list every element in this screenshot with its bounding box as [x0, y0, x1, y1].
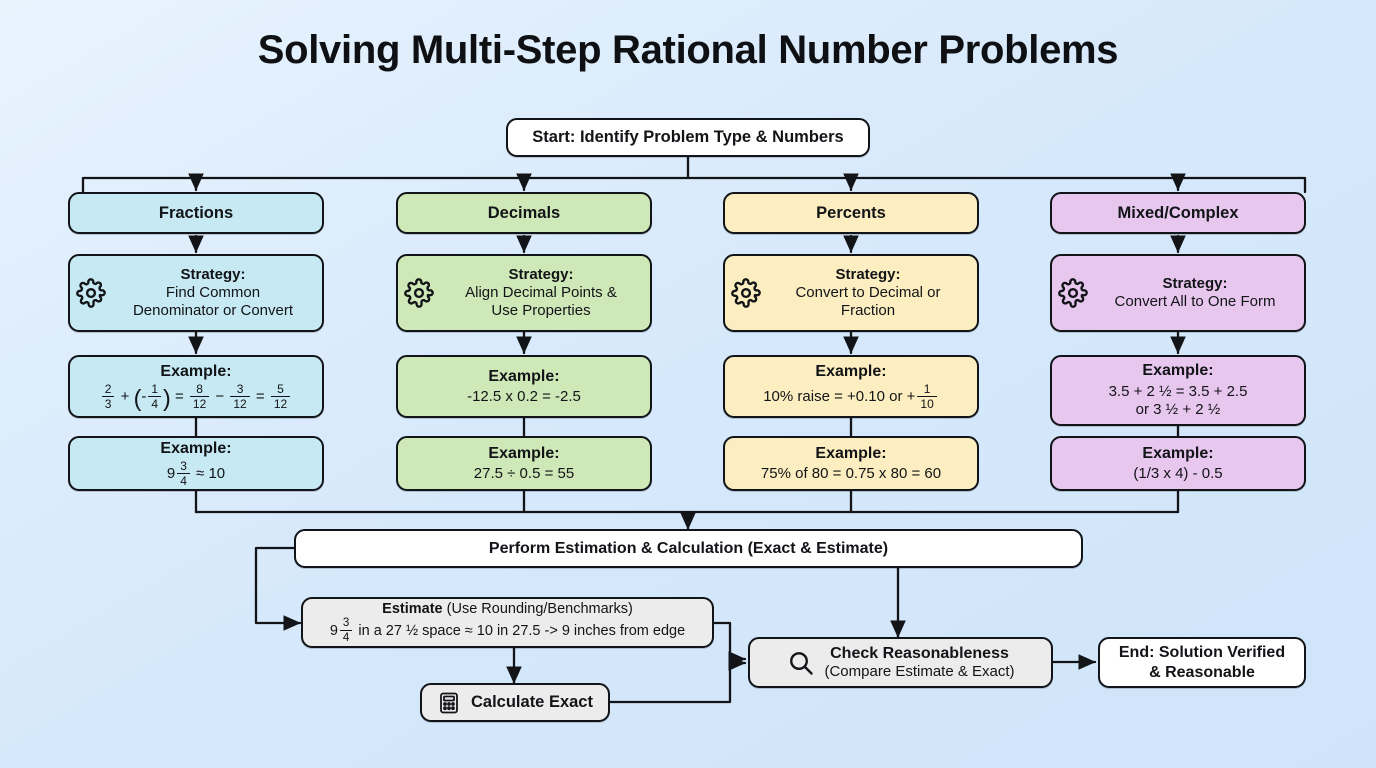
- node-percents-example2-expr: 75% of 80 = 0.75 x 80 = 60: [760, 465, 942, 483]
- node-percents-head-label: Percents: [816, 203, 886, 222]
- magnifier-icon: [786, 648, 816, 678]
- node-mixed-head-label: Mixed/Complex: [1117, 203, 1239, 222]
- node-estimate-head-note: (Use Rounding/Benchmarks): [446, 600, 633, 617]
- node-fractions-head-label: Fractions: [158, 203, 234, 222]
- node-decimals-head-label: Decimals: [487, 203, 561, 222]
- node-percents-strategy-line2: Fraction: [840, 302, 896, 320]
- node-percents-example2-head: Example:: [815, 444, 887, 462]
- node-percents-strategy-line1: Convert to Decimal or: [795, 283, 941, 301]
- node-check-line1: Check Reasonableness: [830, 644, 1009, 662]
- gear-icon: [1058, 278, 1088, 308]
- node-percents-example2[interactable]: Example: 75% of 80 = 0.75 x 80 = 60: [723, 436, 979, 491]
- node-mixed-example1-head: Example:: [1142, 362, 1214, 380]
- node-end-line1: End: Solution Verified: [1118, 643, 1286, 661]
- node-check-line2: (Compare Estimate & Exact): [824, 663, 1015, 681]
- node-check-reasonableness[interactable]: Check Reasonableness (Compare Estimate &…: [748, 637, 1053, 688]
- node-calculate-exact-label: Calculate Exact: [471, 693, 593, 712]
- node-mixed-strategy-line1: Convert All to One Form: [1114, 293, 1276, 310]
- node-fractions-strategy-head: Strategy:: [180, 265, 246, 283]
- node-fractions-example2-head: Example:: [160, 440, 232, 458]
- node-mixed-strategy[interactable]: Strategy: Convert All to One Form: [1050, 254, 1306, 332]
- calculator-icon: [437, 691, 461, 715]
- node-percents-strategy[interactable]: Strategy: Convert to Decimal or Fraction: [723, 254, 979, 332]
- node-fractions-strategy[interactable]: Strategy: Find Common Denominator or Con…: [68, 254, 324, 332]
- node-mixed-example2-head: Example:: [1142, 444, 1214, 462]
- node-decimals-example1[interactable]: Example: -12.5 x 0.2 = -2.5: [396, 355, 652, 418]
- node-decimals-strategy-line1: Align Decimal Points &: [465, 283, 617, 301]
- node-decimals-example2-head: Example:: [488, 444, 560, 462]
- node-calculate-exact[interactable]: Calculate Exact: [420, 683, 610, 722]
- node-percents-strategy-head: Strategy:: [835, 265, 901, 283]
- page-title: Solving Multi-Step Rational Number Probl…: [257, 28, 1119, 72]
- node-mixed-example2-expr: (1/3 x 4) - 0.5: [1133, 465, 1223, 483]
- node-decimals-strategy[interactable]: Strategy: Align Decimal Points & Use Pro…: [396, 254, 652, 332]
- node-perform[interactable]: Perform Estimation & Calculation (Exact …: [294, 529, 1083, 568]
- node-estimate-head-row: Estimate (Use Rounding/Benchmarks): [382, 601, 633, 619]
- node-mixed-head[interactable]: Mixed/Complex: [1050, 192, 1306, 234]
- node-fractions-head[interactable]: Fractions: [68, 192, 324, 234]
- wire-calculate-to-check: [608, 655, 747, 704]
- node-decimals-example2[interactable]: Example: 27.5 ÷ 0.5 = 55: [396, 436, 652, 491]
- wire-estimate-right-to-check: [712, 621, 747, 667]
- node-decimals-example2-expr: 27.5 ÷ 0.5 = 55: [473, 465, 575, 483]
- node-decimals-strategy-head: Strategy:: [508, 265, 574, 283]
- node-fractions-strategy-line2: Denominator or Convert: [132, 302, 294, 320]
- gear-icon: [76, 278, 106, 308]
- node-mixed-example1[interactable]: Example: 3.5 + 2 ½ = 3.5 + 2.5 or 3 ½ + …: [1050, 355, 1306, 426]
- node-end[interactable]: End: Solution Verified & Reasonable: [1098, 637, 1306, 688]
- gear-icon: [404, 278, 434, 308]
- node-mixed-strategy-head: Strategy:: [1162, 274, 1228, 292]
- node-perform-label: Perform Estimation & Calculation (Exact …: [488, 539, 889, 557]
- node-mixed-example1-expr: 3.5 + 2 ½ = 3.5 + 2.5 or 3 ½ + 2 ½: [1108, 382, 1248, 419]
- node-estimate-head: Estimate: [382, 600, 443, 617]
- node-end-line2: & Reasonable: [1149, 663, 1255, 681]
- node-decimals-example1-head: Example:: [488, 367, 560, 385]
- node-start[interactable]: Start: Identify Problem Type & Numbers: [506, 118, 870, 157]
- node-mixed-example2[interactable]: Example: (1/3 x 4) - 0.5: [1050, 436, 1306, 491]
- gear-icon: [731, 278, 761, 308]
- node-decimals-head[interactable]: Decimals: [396, 192, 652, 234]
- wire-branch-bus: [81, 176, 1307, 194]
- node-decimals-strategy-line2: Use Properties: [491, 302, 591, 320]
- node-percents-example1-head: Example:: [815, 363, 887, 381]
- node-fractions-example1-head: Example:: [160, 363, 232, 381]
- node-fractions-strategy-line1: Find Common: [165, 283, 261, 301]
- node-start-label: Start: Identify Problem Type & Numbers: [532, 128, 844, 147]
- node-decimals-example1-expr: -12.5 x 0.2 = -2.5: [467, 388, 581, 406]
- node-percents-head[interactable]: Percents: [723, 192, 979, 234]
